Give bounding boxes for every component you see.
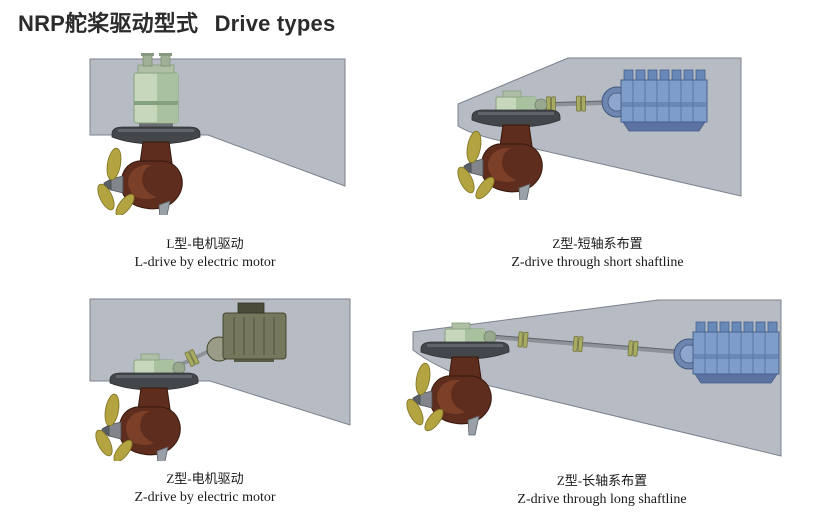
caption-l-drive-electric-motor: L型-电机驱动 L-drive by electric motor (60, 233, 350, 271)
caption-cn: L型-电机驱动 (166, 236, 244, 251)
long-shaftline (490, 331, 676, 357)
motor-coupling-shaft (179, 348, 210, 368)
caption-en: L-drive by electric motor (134, 255, 276, 270)
title-english: Drive types (214, 11, 336, 36)
caption-z-drive-electric-motor: Z型-电机驱动 Z-drive by electric motor (60, 468, 350, 506)
page-title: NRP舵桨驱动型式 Drive types (18, 6, 335, 38)
azimuth-thruster (402, 341, 510, 436)
azimuth-thruster (93, 126, 201, 221)
caption-z-drive-short-shaftline: Z型-短轴系布置 Z-drive through short shaftline (450, 233, 745, 271)
title-chinese: NRP舵桨驱动型式 (18, 11, 199, 36)
l-drive-illustration (89, 51, 346, 221)
caption-en: Z-drive through short shaftline (511, 255, 684, 270)
z-drive-long-illustration (402, 299, 782, 457)
caption-cn: Z型-短轴系布置 (552, 236, 643, 251)
hull-cross-section (89, 298, 351, 426)
diagram-z-drive-short-shaftline (450, 48, 745, 205)
caption-cn: Z型-长轴系布置 (556, 473, 648, 488)
z-drive-motor-illustration (89, 298, 351, 467)
diagram-z-drive-long-shaftline (402, 288, 788, 468)
caption-en: Z-drive by electric motor (134, 490, 276, 505)
z-drive-short-illustration (453, 57, 742, 204)
short-shaftline (538, 95, 604, 113)
azimuth-thruster (91, 372, 199, 467)
caption-z-drive-long-shaftline: Z型-长轴系布置 Z-drive through long shaftline (452, 470, 752, 508)
caption-en: Z-drive through long shaftline (517, 492, 687, 507)
horizontal-electric-motor (206, 302, 287, 362)
diagram-z-drive-electric-motor (88, 293, 353, 467)
caption-cn: Z型-电机驱动 (166, 471, 244, 486)
diagram-l-drive-electric-motor (88, 51, 348, 221)
